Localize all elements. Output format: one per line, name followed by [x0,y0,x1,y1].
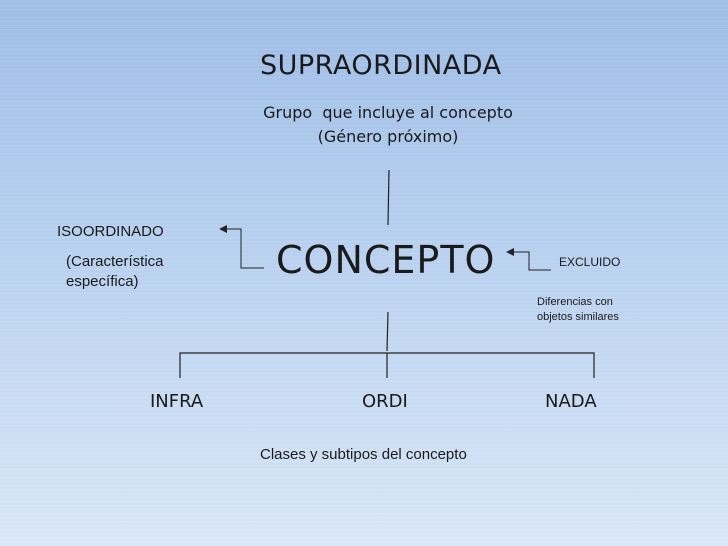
differences-note: Diferencias con objetos similares [537,295,647,325]
differences-note-line1: Diferencias con [537,296,613,308]
excluido-label: EXCLUIDO [559,255,621,269]
arrow-isoordinado [219,225,264,269]
genus-description-line1: Grupo que incluye al concepto [263,103,513,122]
arrow-excluido [506,248,551,271]
specific-characteristic: (Característica específica) [66,252,196,292]
nada-label: NADA [545,391,597,412]
supraordinada-label: SUPRAORDINADA [260,50,502,81]
ordi-label: ORDI [362,391,408,412]
specific-characteristic-line1: (Característica [66,253,164,270]
infra-label: INFRA [150,391,204,412]
connector-supra-concept [387,169,390,226]
connector-concept-down [386,311,389,352]
genus-description-line2: (Género próximo) [317,127,459,146]
differences-note-line2: objetos similares [537,311,619,323]
subtypes-caption: Clases y subtipos del concepto [260,446,467,463]
isoordinado-label: ISOORDINADO [57,223,164,240]
concept-label: CONCEPTO [276,238,496,282]
specific-characteristic-line2: específica) [66,273,139,290]
genus-description: Grupo que incluye al concepto (Género pr… [238,101,538,149]
